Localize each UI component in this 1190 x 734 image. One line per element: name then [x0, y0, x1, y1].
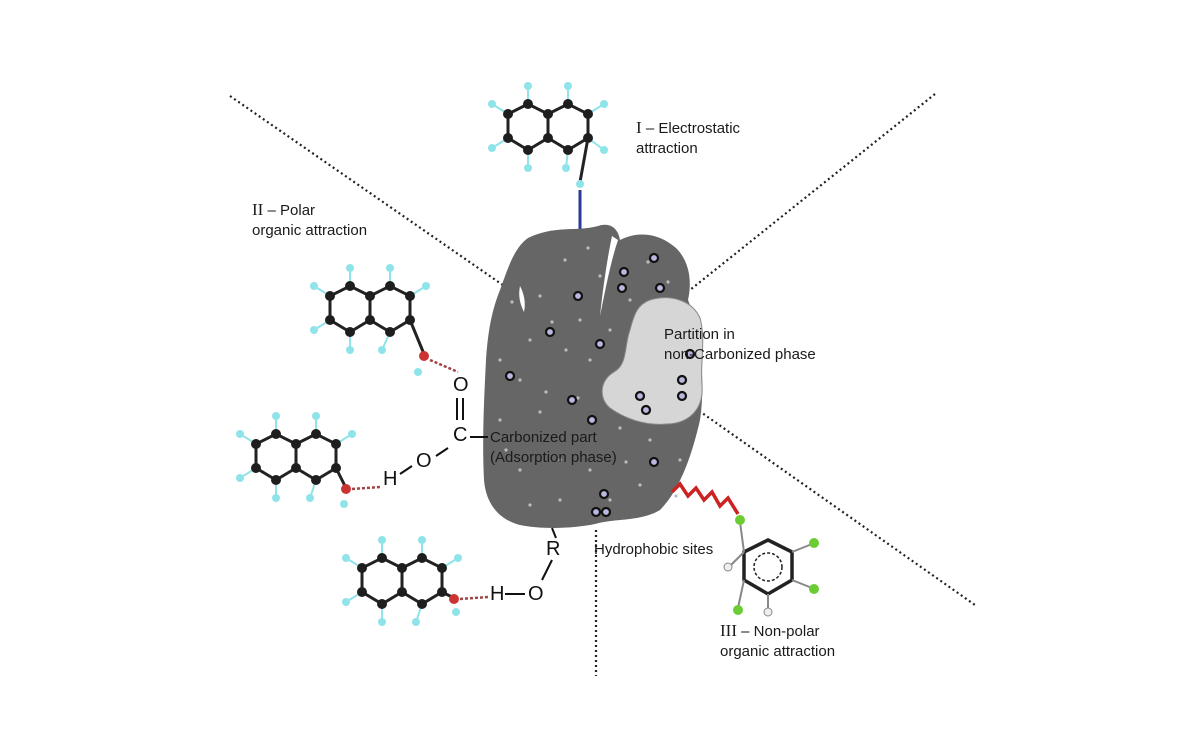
hydroxyl-hydrogen-upper: H: [383, 468, 398, 490]
nonpolar-numeral: III: [720, 621, 737, 640]
electrostatic-title: – Electrostatic: [645, 120, 741, 137]
fluorobenzene-molecule: [723, 515, 819, 617]
non-carbonized-phase: [601, 297, 704, 425]
electrostatic-subtitle: attraction: [636, 140, 698, 157]
nonpolar-label: III – Non-polar organic attraction: [720, 621, 835, 662]
hydrophobic-sites-label: Hydrophobic sites: [594, 541, 714, 558]
naphthol-molecule-upper: [310, 264, 459, 376]
hydroxyl-hydrogen-lower: H: [490, 583, 505, 605]
hydroxyl-oxygen-lower: O: [528, 583, 544, 605]
naphthalene-molecule-top: [488, 82, 608, 188]
electrostatic-numeral: I: [636, 118, 642, 137]
partition-label: Partition in non-Carbonized phase: [664, 325, 816, 365]
carbonized-subtitle: (Adsorption phase): [490, 449, 617, 466]
polar-numeral: II: [252, 200, 264, 219]
nonpolar-subtitle: organic attraction: [720, 643, 836, 660]
polar-title: – Polar: [267, 202, 316, 219]
functional-group-bonds: [399, 398, 557, 595]
pores: [504, 252, 696, 518]
cleft-left: [519, 286, 525, 312]
divider-bottom-right: [694, 407, 976, 606]
polar-label: II – Polar organic attraction: [252, 200, 367, 241]
carbonized-title: Carbonized part: [490, 429, 597, 446]
polar-subtitle: organic attraction: [252, 222, 368, 239]
electrostatic-label: I – Electrostatic attraction: [636, 118, 740, 159]
carbonyl-oxygen: O: [453, 374, 469, 396]
hydrophobic-bond: [670, 481, 740, 515]
partition-subtitle: non-Carbonized phase: [664, 346, 816, 363]
naphthol-molecule-lower: [342, 536, 489, 626]
particle-speckles: [498, 246, 682, 507]
carbonized-label: Carbonized part (Adsorption phase): [490, 428, 617, 468]
divider-top-left: [229, 95, 511, 291]
naphthol-molecule-middle: [236, 412, 381, 508]
hydroxyl-oxygen-upper: O: [416, 450, 432, 472]
r-group: R: [546, 538, 561, 560]
divider-top-right: [689, 93, 936, 291]
nonpolar-title: – Non-polar: [741, 623, 820, 640]
biochar-particle: [483, 224, 704, 528]
sector-dividers: [229, 93, 976, 676]
partition-title: Partition in: [664, 326, 735, 343]
cleft-top: [600, 236, 618, 316]
carboxyl-carbon: C: [453, 424, 468, 446]
